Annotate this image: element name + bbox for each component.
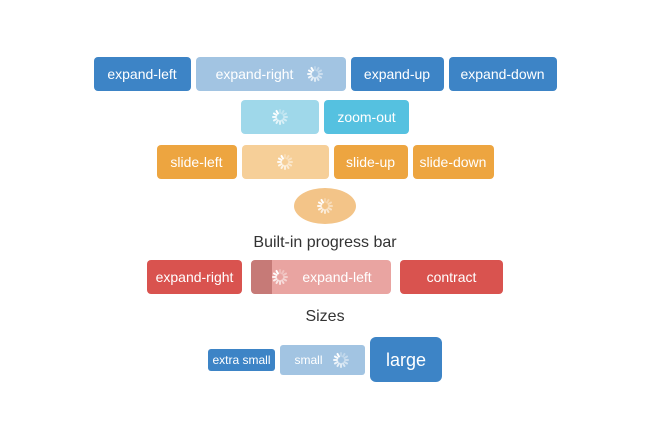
spinner-icon bbox=[270, 267, 290, 287]
zoom-button-row: zoom-out bbox=[241, 100, 409, 134]
button-label: slide-left bbox=[170, 154, 223, 170]
contract-button-loading[interactable] bbox=[294, 188, 356, 224]
sizes-button-row: extra small small large bbox=[208, 337, 442, 382]
progress-button-row: expand-right expand-left contract bbox=[147, 260, 503, 294]
expand-down-button[interactable]: expand-down bbox=[448, 57, 557, 91]
button-label: expand-up bbox=[363, 66, 431, 82]
button-label: extra small bbox=[212, 352, 271, 367]
small-button-loading[interactable]: small bbox=[280, 344, 365, 375]
expand-right-progress-button[interactable]: expand-right bbox=[147, 260, 242, 294]
button-label: slide-up bbox=[345, 154, 396, 170]
button-label: expand-down bbox=[460, 66, 545, 82]
expand-button-row: expand-left expand-right expand-up expan… bbox=[93, 57, 557, 91]
button-label: zoom-out bbox=[337, 109, 396, 125]
contract-button-row bbox=[294, 188, 356, 224]
spinner-icon bbox=[315, 196, 335, 216]
spinner-icon bbox=[270, 107, 290, 127]
slide-left-button[interactable]: slide-left bbox=[156, 145, 237, 179]
large-button[interactable]: large bbox=[370, 337, 442, 382]
expand-left-button[interactable]: expand-left bbox=[93, 57, 191, 91]
extra-small-button[interactable]: extra small bbox=[208, 348, 275, 371]
progress-bar bbox=[251, 260, 272, 294]
spinner-icon bbox=[305, 64, 325, 84]
slide-button-row: slide-left slide-up slide-down bbox=[156, 145, 494, 179]
zoom-in-button-loading[interactable] bbox=[241, 100, 319, 134]
slide-down-button[interactable]: slide-down bbox=[412, 145, 494, 179]
slide-up-button[interactable]: slide-up bbox=[333, 145, 408, 179]
button-label: large bbox=[385, 349, 427, 370]
sizes-heading: Sizes bbox=[305, 308, 345, 325]
button-label: expand-left bbox=[302, 269, 372, 285]
progress-bar-heading: Built-in progress bar bbox=[253, 234, 397, 251]
button-label: expand-right bbox=[155, 269, 234, 285]
button-label: slide-down bbox=[419, 154, 487, 170]
expand-up-button[interactable]: expand-up bbox=[350, 57, 444, 91]
button-label: expand-left bbox=[107, 66, 177, 82]
button-label: small bbox=[294, 352, 323, 367]
spinner-icon bbox=[275, 152, 295, 172]
button-label: expand-right bbox=[215, 66, 294, 82]
expand-right-button-loading[interactable]: expand-right bbox=[195, 57, 346, 91]
button-label: contract bbox=[426, 269, 477, 285]
spinner-icon bbox=[331, 350, 351, 370]
contract-progress-button[interactable]: contract bbox=[400, 260, 503, 294]
zoom-out-button[interactable]: zoom-out bbox=[324, 100, 409, 134]
slide-right-button-loading[interactable] bbox=[241, 145, 329, 179]
expand-left-progress-button-loading[interactable]: expand-left bbox=[251, 260, 391, 294]
